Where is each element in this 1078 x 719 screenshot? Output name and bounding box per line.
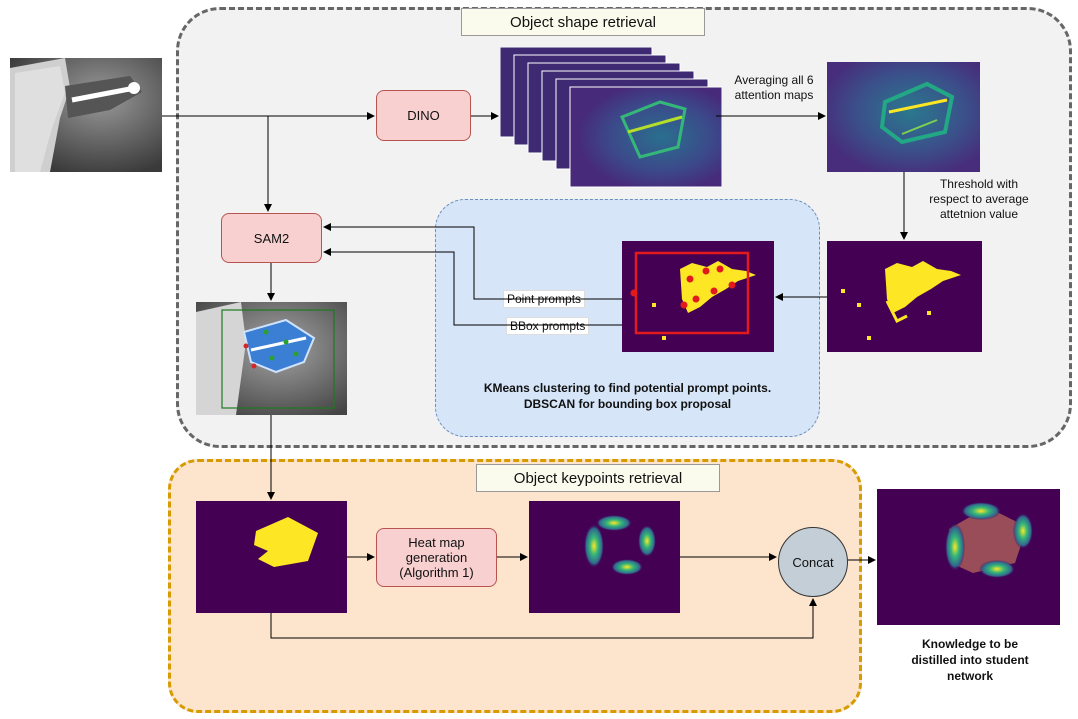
averaging-label-line2: attention maps (734, 88, 814, 102)
arrow-point-prompts (323, 223, 598, 300)
threshold-label-line3: attetnion value (939, 207, 1019, 221)
shape-retrieval-title: Object shape retrieval (461, 8, 705, 36)
sam2-output-image (196, 302, 347, 415)
kmeans-caption-line1: KMeans clustering to find potential prom… (483, 381, 772, 395)
heatmap-generation-node: Heat map generation (Algorithm 1) (376, 528, 497, 587)
threshold-label-line2: respect to average (929, 192, 1029, 206)
binary-mask-image (196, 501, 347, 613)
averaging-label-line1: Averaging all 6 (734, 73, 814, 87)
heatmap-label-line2: generation (405, 550, 468, 565)
heatmap-label-line1: Heat map (408, 535, 465, 550)
threshold-label-line1: Threshold with (939, 177, 1019, 191)
arrow-bbox-prompts (323, 248, 598, 326)
sam2-node: SAM2 (221, 213, 322, 263)
heatmap-image (529, 501, 680, 613)
attention-maps-stack (499, 46, 723, 189)
knowledge-caption-line2: distilled into student (911, 653, 1029, 667)
arrow-mask-to-concat (270, 598, 817, 639)
combined-output-image (877, 489, 1060, 625)
dino-node: DINO (376, 90, 471, 141)
kmeans-caption: KMeans clustering to find potential prom… (440, 380, 815, 412)
thresholded-map (827, 241, 982, 352)
keypoints-retrieval-title: Object keypoints retrieval (476, 464, 720, 492)
clustered-prompt-map (622, 241, 774, 352)
knowledge-caption: Knowledge to be distilled into student n… (880, 636, 1060, 684)
kmeans-caption-line2: DBSCAN for bounding box proposal (523, 397, 732, 411)
concat-node: Concat (778, 527, 848, 597)
knowledge-caption-line1: Knowledge to be (922, 637, 1018, 651)
threshold-label: Threshold with respect to average attetn… (914, 177, 1044, 222)
knowledge-caption-line3: network (946, 669, 993, 683)
heatmap-label-line3: (Algorithm 1) (399, 565, 474, 580)
bbox-prompts-label: BBox prompts (506, 317, 590, 335)
averaging-label: Averaging all 6 attention maps (716, 73, 832, 103)
input-image (10, 58, 162, 172)
averaged-attention-map (827, 62, 980, 172)
